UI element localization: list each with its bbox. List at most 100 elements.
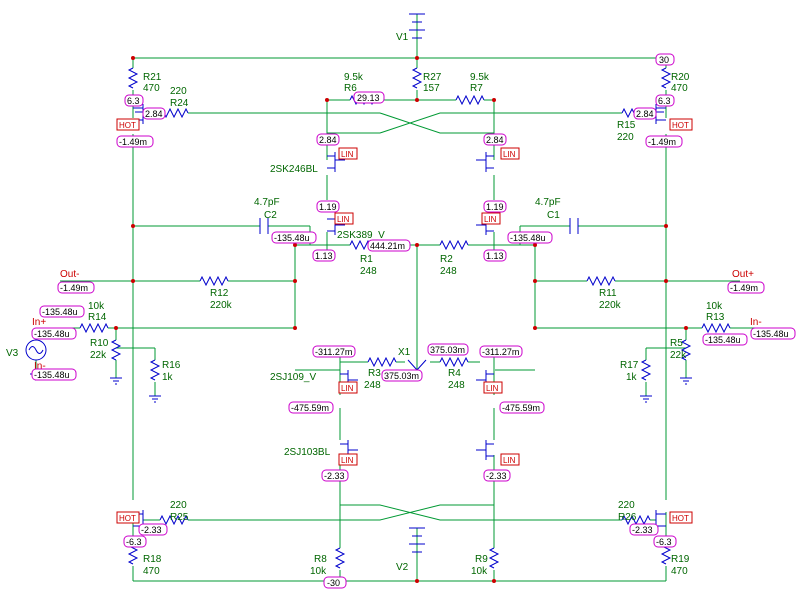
svg-text:-30: -30 bbox=[327, 578, 340, 588]
component-labels: V1 V2 V3 R21 470 R20 470 R27 157 220 R24… bbox=[6, 32, 725, 577]
svg-text:HOT: HOT bbox=[672, 514, 689, 523]
port-labels: Out- Out+ In+ In- In- bbox=[32, 269, 762, 372]
svg-text:-135.48u: -135.48u bbox=[42, 307, 78, 317]
svg-text:30: 30 bbox=[659, 55, 669, 65]
v3-symbol bbox=[25, 339, 47, 361]
lin-badge-2: LIN bbox=[500, 147, 520, 160]
r5-value: 22k bbox=[670, 350, 687, 361]
r20-value: 470 bbox=[671, 83, 688, 94]
node-hot-top-r: -1.49m bbox=[645, 135, 683, 148]
node-311-l: -311.27m bbox=[312, 345, 356, 358]
r14-value: 10k bbox=[88, 301, 105, 312]
v1-label: V1 bbox=[396, 32, 409, 43]
svg-text:LIN: LIN bbox=[337, 215, 350, 224]
node-475-r: -475.59m bbox=[499, 401, 545, 414]
v2-label: V2 bbox=[396, 562, 409, 573]
x1-label: X1 bbox=[398, 347, 411, 358]
r24-label: R24 bbox=[170, 98, 189, 109]
node-2-84-dl: 2.84 bbox=[316, 133, 340, 146]
r18-label: R18 bbox=[143, 554, 162, 565]
node-2-33-br: -2.33 bbox=[629, 523, 659, 536]
c1-label: C1 bbox=[547, 210, 560, 221]
r10-symbol bbox=[110, 339, 122, 361]
r11-value: 220k bbox=[599, 300, 622, 311]
hot-badge-bottom-left: HOT bbox=[116, 511, 140, 524]
svg-text:2.84: 2.84 bbox=[636, 109, 654, 119]
node-hot-top-l: -1.49m bbox=[116, 135, 154, 148]
r3-label: R3 bbox=[368, 368, 381, 379]
v3-sine bbox=[28, 346, 44, 354]
r24-value: 220 bbox=[170, 86, 187, 97]
r19-label: R19 bbox=[671, 554, 690, 565]
node-2-33-l: -2.33 bbox=[321, 469, 349, 482]
svg-text:HOT: HOT bbox=[672, 121, 689, 130]
node-m30: -30 bbox=[323, 576, 347, 589]
r15-label: R15 bbox=[617, 120, 636, 131]
r8-label: R8 bbox=[314, 554, 327, 565]
svg-text:-2.33: -2.33 bbox=[632, 525, 653, 535]
r10-label: R10 bbox=[90, 338, 109, 349]
r27-label: R27 bbox=[423, 72, 442, 83]
r14-label: R14 bbox=[88, 312, 107, 323]
r8-symbol bbox=[334, 547, 346, 569]
r17-symbol bbox=[640, 359, 652, 381]
node-m6-3-l: -6.3 bbox=[123, 535, 147, 548]
hot-badge-top-left: HOT bbox=[116, 118, 140, 131]
sources bbox=[25, 13, 692, 553]
svg-text:1.13: 1.13 bbox=[315, 251, 333, 261]
svg-text:6.3: 6.3 bbox=[127, 96, 140, 106]
r2-symbol bbox=[439, 239, 469, 251]
svg-text:-1.49m: -1.49m bbox=[60, 283, 88, 293]
c1-symbol bbox=[569, 218, 579, 234]
r17-value: 1k bbox=[626, 372, 638, 383]
r1-value: 248 bbox=[360, 266, 377, 277]
svg-text:-475.59m: -475.59m bbox=[502, 403, 540, 413]
node-311-r: -311.27m bbox=[479, 345, 523, 358]
r8-value: 10k bbox=[310, 566, 327, 577]
lin-badge-4: LIN bbox=[481, 212, 501, 225]
svg-text:LIN: LIN bbox=[503, 150, 516, 159]
r12-label: R12 bbox=[210, 288, 229, 299]
r13-label: R13 bbox=[706, 312, 725, 323]
resistors bbox=[79, 67, 731, 569]
node-29-13: 29.13 bbox=[353, 91, 385, 104]
node-1-19-l: 1.19 bbox=[316, 200, 340, 213]
in-plus-port: In+ bbox=[32, 317, 46, 328]
node-in-r2: -135.48u bbox=[750, 327, 796, 340]
r18-value: 470 bbox=[143, 566, 160, 577]
node-2-84-dr: 2.84 bbox=[483, 133, 507, 146]
node-1-19-r: 1.19 bbox=[483, 200, 507, 213]
r26-value: 220 bbox=[618, 500, 635, 511]
node-out-r: -1.49m bbox=[727, 281, 765, 294]
r21-label: R21 bbox=[143, 72, 162, 83]
svg-text:LIN: LIN bbox=[341, 456, 354, 465]
node-in-c: -135.48u bbox=[31, 368, 77, 381]
r9-symbol bbox=[488, 547, 500, 569]
node-in-r1: -135.48u bbox=[702, 333, 748, 346]
r16-label: R16 bbox=[162, 360, 181, 371]
svg-text:1.19: 1.19 bbox=[486, 202, 504, 212]
svg-text:444.21m: 444.21m bbox=[370, 241, 405, 251]
svg-text:LIN: LIN bbox=[503, 456, 516, 465]
r17-label: R17 bbox=[620, 360, 639, 371]
v3-label: V3 bbox=[6, 348, 19, 359]
r13-value: 10k bbox=[706, 301, 723, 312]
r12-symbol bbox=[199, 275, 229, 287]
c1-value: 4.7pF bbox=[535, 197, 561, 208]
svg-text:-1.49m: -1.49m bbox=[119, 137, 147, 147]
r16-symbol bbox=[149, 359, 161, 381]
node-c2: -135.48u bbox=[271, 231, 317, 244]
svg-text:LIN: LIN bbox=[486, 384, 499, 393]
node-2-33-r: -2.33 bbox=[483, 469, 511, 482]
svg-text:-1.49m: -1.49m bbox=[648, 137, 676, 147]
svg-text:1.19: 1.19 bbox=[319, 202, 337, 212]
svg-text:2.84: 2.84 bbox=[486, 135, 504, 145]
svg-text:375.03m: 375.03m bbox=[384, 371, 419, 381]
r4-symbol bbox=[439, 356, 469, 368]
svg-text:-135.48u: -135.48u bbox=[274, 233, 310, 243]
node-6-3-left: 6.3 bbox=[124, 94, 144, 107]
badges: HOT HOT HOT HOT LIN LIN LIN LIN LIN LIN … bbox=[116, 118, 693, 524]
node-475-l: -475.59m bbox=[288, 401, 334, 414]
r21-symbol bbox=[127, 67, 139, 89]
